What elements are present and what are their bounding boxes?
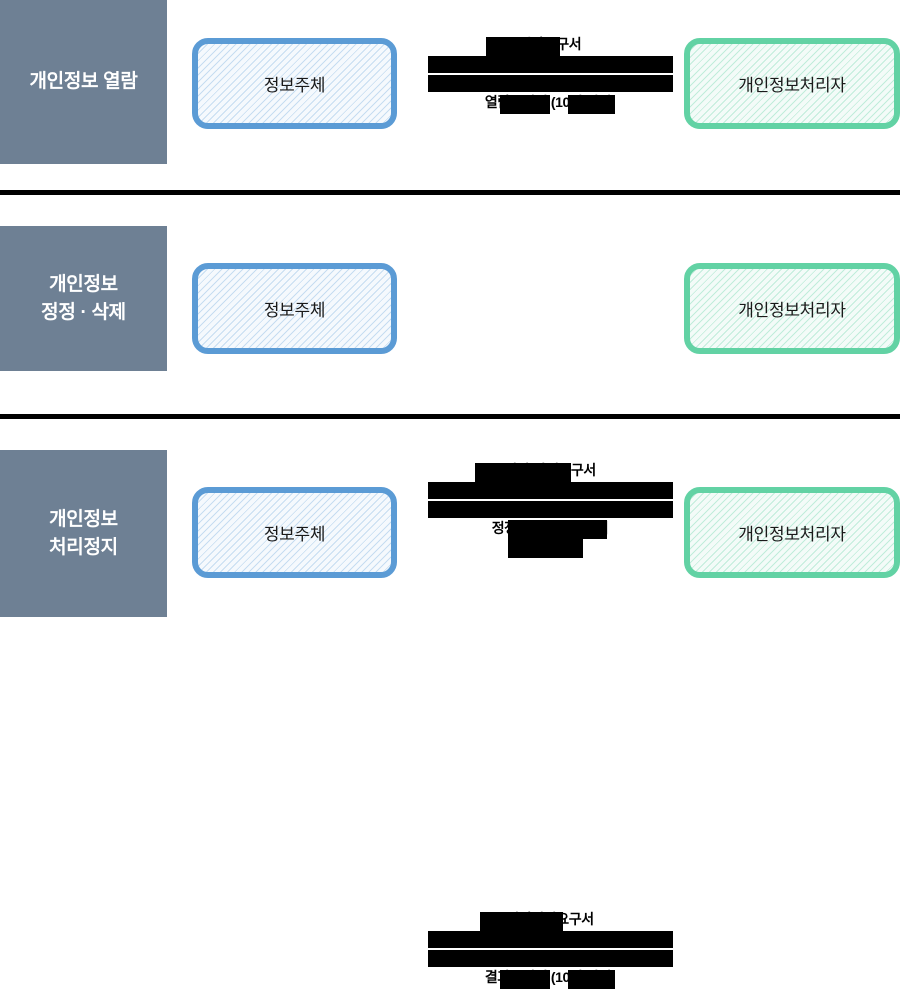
actor-label-controller: 개인정보처리자 — [738, 301, 846, 320]
category-label-correct-delete: 개인정보 정정 · 삭제 — [41, 273, 126, 323]
flow-caption-response-line1: 결과통지서 — [484, 968, 548, 985]
actor-box-data-subject-access[interactable]: 정보주체 — [192, 38, 397, 129]
category-panel-correct-delete: 개인정보 정정 · 삭제 — [0, 226, 167, 371]
redacted-arrow-request-correct-delete — [428, 481, 673, 499]
actor-box-data-subject-correct-delete[interactable]: 정보주체 — [192, 263, 397, 354]
redacted-arrow-response-access — [428, 74, 673, 92]
flow-caption-response-access: 열람통지서 (10일 이내) — [420, 93, 680, 114]
diagram-row-access: 개인정보 열람 정보주체 열람요구서 열람통지서 (10일 이내) — [0, 0, 900, 193]
separator-2 — [0, 414, 900, 419]
exchange-zone-access: 열람요구서 열람통지서 (10일 이내) — [420, 36, 680, 114]
actor-box-controller-correct-delete[interactable]: 개인정보처리자 — [684, 263, 900, 354]
redacted-arrow-request-processing-stop — [428, 930, 673, 948]
diagram-row-correct-delete: 개인정보 정정 · 삭제 정보주체 정정·삭제요구서 정정·삭제결과통지서 개인… — [0, 200, 900, 558]
actor-label-controller: 개인정보처리자 — [738, 76, 846, 95]
actor-box-controller-processing-stop[interactable]: 개인정보처리자 — [684, 487, 900, 578]
redacted-arrow-request-access — [428, 55, 673, 73]
exchange-zone-processing-stop: 처리정지요구서 결과통지서 (10일 이내) — [420, 911, 680, 989]
redacted-arrow-response-correct-delete — [428, 500, 673, 518]
flow-caption-response-line2: (10일 이내) — [550, 93, 616, 110]
flow-caption-response-processing-stop: 결과통지서 (10일 이내) — [420, 968, 680, 989]
flow-caption-request-access: 열람요구서 — [420, 36, 680, 57]
actor-label-controller: 개인정보처리자 — [738, 525, 846, 544]
category-panel-processing-stop: 개인정보 처리정지 — [0, 450, 167, 617]
flow-caption-request-processing-stop: 처리정지요구서 — [420, 911, 680, 932]
actor-label-data-subject: 정보주체 — [263, 525, 326, 544]
category-panel-access: 개인정보 열람 — [0, 0, 167, 164]
flow-caption-request-text: 열람요구서 — [518, 36, 582, 52]
flow-caption-response-line2: (10일 이내) — [550, 968, 616, 985]
separator-1 — [0, 190, 900, 195]
category-label-access: 개인정보 열람 — [29, 71, 138, 93]
redacted-arrow-response-processing-stop — [428, 949, 673, 967]
actor-label-data-subject: 정보주체 — [263, 76, 326, 95]
actor-box-controller-access[interactable]: 개인정보처리자 — [684, 38, 900, 129]
actor-label-data-subject: 정보주체 — [263, 301, 326, 320]
flow-caption-request-text: 처리정지요구서 — [506, 911, 594, 927]
flow-caption-response-line1: 열람통지서 — [484, 93, 548, 110]
actor-box-data-subject-processing-stop[interactable]: 정보주체 — [192, 487, 397, 578]
category-label-processing-stop: 개인정보 처리정지 — [49, 508, 118, 558]
diagram-row-processing-stop: 개인정보 처리정지 정보주체 처리정지요구서 결과통지서 (10일 이내) — [0, 424, 900, 989]
